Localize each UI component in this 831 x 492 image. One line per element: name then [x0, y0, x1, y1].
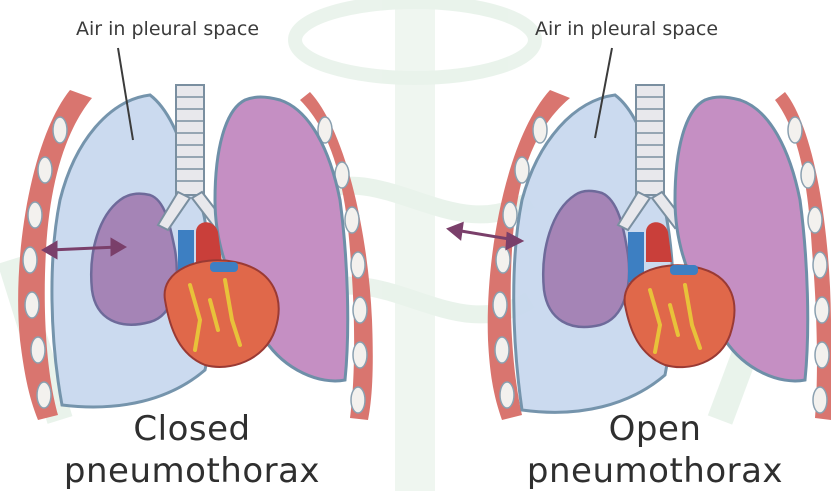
caption-line-2: pneumothorax	[42, 450, 342, 492]
air-in-pleural-space-label-closed: Air in pleural space	[76, 18, 259, 40]
caption-line-2: pneumothorax	[505, 450, 805, 492]
air-in-pleural-space-label-open: Air in pleural space	[535, 18, 718, 40]
open-pneumothorax-figure	[449, 48, 831, 420]
closed-pneumothorax-caption: Closed pneumothorax	[42, 408, 342, 492]
caption-line-1: Open	[505, 408, 805, 450]
caption-line-1: Closed	[42, 408, 342, 450]
open-pneumothorax-caption: Open pneumothorax	[505, 408, 805, 492]
closed-pneumothorax-figure	[18, 48, 373, 420]
